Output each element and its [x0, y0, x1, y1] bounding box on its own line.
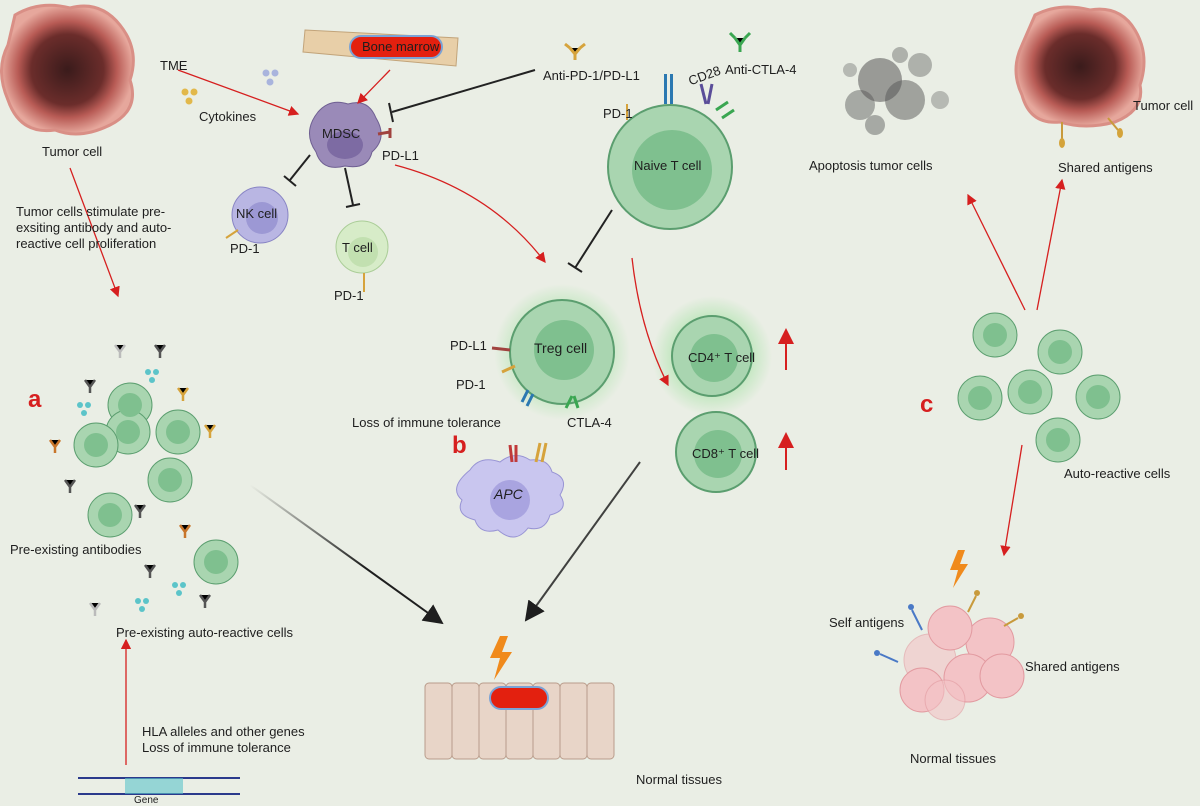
- lightning-bolts: [490, 550, 968, 680]
- t-cell-pd1-label: PD-1: [334, 288, 364, 303]
- cd4-label: CD4⁺ T cell: [688, 350, 756, 365]
- auto-reactive-cells-label: Auto-reactive cells: [1064, 466, 1171, 481]
- hla-label-line2: Loss of immune tolerance: [142, 740, 291, 755]
- dna-gene: [78, 777, 240, 795]
- mdsc-pd-l1-label: PD-L1: [382, 148, 419, 163]
- t-cell-label: T cell: [342, 240, 373, 255]
- cd8-t-cell: [675, 411, 757, 493]
- left-cytokine-dots: [77, 369, 186, 612]
- black-arrows: [249, 461, 641, 625]
- treg-pd1-label: PD-1: [456, 377, 486, 392]
- tumor-stimulate-label: Tumor cells stimulate pre-exsiting antib…: [16, 204, 172, 251]
- anti-ctla4-label: Anti-CTLA-4: [725, 62, 797, 77]
- panel-label-c: c: [920, 391, 934, 418]
- inhibition-lines: [283, 69, 613, 273]
- tumor-cell-left: [0, 3, 135, 136]
- normal-tissues-right-label: Normal tissues: [910, 751, 996, 766]
- panel-label-a: a: [28, 386, 42, 413]
- nk-pd1-label: PD-1: [230, 241, 260, 256]
- right-cell-nuclei: [968, 323, 1110, 452]
- cd8-label: CD8⁺ T cell: [692, 446, 760, 461]
- tumor-cell-left-label: Tumor cell: [42, 144, 103, 159]
- loss-tolerance-b-label: Loss of immune tolerance: [352, 415, 501, 430]
- apc-cell: [456, 442, 565, 538]
- panel-label-b: b: [452, 432, 467, 459]
- anti-pd1-antibody: [564, 42, 586, 60]
- pre-auto-cells-label: Pre-existing auto-reactive cells: [116, 625, 294, 640]
- tme-label: TME: [160, 58, 188, 73]
- normal-tissues-center-label: Normal tissues: [636, 772, 722, 787]
- mdsc-label: MDSC: [322, 126, 361, 141]
- naive-t-cell-label: Naive T cell: [634, 158, 702, 173]
- tumor-cell-right: [1014, 5, 1146, 148]
- shared-antigens-bottom-label: Shared antigens: [1025, 659, 1120, 674]
- shared-antigens-top-label: Shared antigens: [1058, 160, 1153, 175]
- mdsc-cell: [309, 101, 392, 168]
- self-antigens-label: Self antigens: [829, 615, 905, 630]
- tumor-cell-right-label: Tumor cell: [1133, 98, 1194, 113]
- apoptosis-label: Apoptosis tumor cells: [809, 158, 933, 173]
- treg-cell: [491, 284, 630, 420]
- right-normal-tissue: [899, 605, 1025, 721]
- bone-marrow-label: Bone marrow: [362, 39, 440, 54]
- naive-t-cell: [607, 74, 735, 230]
- cytokines-label: Cytokines: [199, 109, 257, 124]
- normal-tissue-damage: [489, 686, 549, 710]
- left-cell-cluster: [73, 382, 239, 585]
- t-cell: [335, 220, 389, 292]
- apc-label: APC: [494, 486, 523, 502]
- left-antibodies: [48, 344, 217, 616]
- pre-antibodies-label: Pre-existing antibodies: [10, 542, 142, 557]
- treg-cell-label: Treg cell: [534, 340, 588, 356]
- apoptosis-tumor-cells: [843, 47, 949, 135]
- cd4-t-cell: [652, 296, 772, 416]
- anti-pd1-label: Anti-PD-1/PD-L1: [543, 68, 640, 83]
- naive-pd1-label: PD-1: [603, 106, 633, 121]
- nk-cell: [225, 186, 289, 244]
- hla-label-line1: HLA alleles and other genes: [142, 724, 305, 739]
- treg-pd-l1-label: PD-L1: [450, 338, 487, 353]
- left-cell-nuclei: [84, 393, 228, 574]
- cytokine-dots: [181, 69, 279, 105]
- ctla4-label: CTLA-4: [567, 415, 612, 430]
- nk-cell-label: NK cell: [236, 206, 278, 221]
- anti-ctla4-antibody: [728, 31, 752, 52]
- bone-marrow-bone: [302, 29, 459, 67]
- red-arrows: [69, 69, 1066, 765]
- gene-label: Gene: [134, 795, 159, 806]
- right-antigen-pins: [874, 590, 1024, 663]
